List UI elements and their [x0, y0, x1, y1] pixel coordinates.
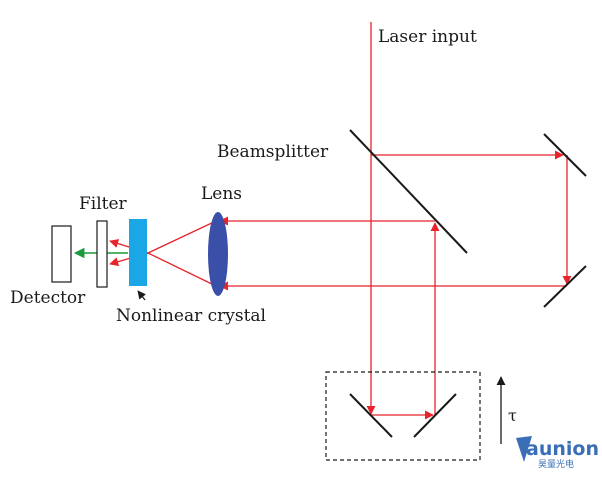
- focus-upper: [147, 220, 217, 254]
- label-detector: Detector: [10, 288, 86, 308]
- nonlinear-crystal-shape: [129, 219, 147, 286]
- label-filter: Filter: [79, 194, 128, 214]
- logo-mark-icon: [516, 436, 532, 462]
- lens-shape: [208, 212, 228, 296]
- filter-shape: [96, 220, 108, 288]
- delay-mirror-left: [349, 393, 393, 438]
- crystal-pointer-arrow: [137, 290, 146, 301]
- logo-brand-text: aunion: [526, 438, 599, 460]
- label-beamsplitter: Beamsplitter: [217, 142, 329, 162]
- logo-sub-text: 昊量光电: [538, 458, 574, 470]
- watermark-logo: aunion 昊量光电: [516, 436, 599, 470]
- label-lens: Lens: [201, 184, 242, 204]
- mirror-bottom-right: [543, 265, 587, 308]
- detector-shape: [51, 225, 72, 283]
- label-nonlinear-crystal: Nonlinear crystal: [116, 306, 266, 326]
- mirror-top-right: [543, 133, 587, 177]
- laser-beams: [109, 22, 572, 420]
- focus-lower: [147, 252, 217, 287]
- label-tau: τ: [508, 406, 517, 425]
- beamsplitter-plate: [349, 129, 468, 254]
- delay-mirror-right: [413, 393, 457, 438]
- label-laser-input: Laser input: [378, 27, 477, 47]
- delay-stage-box: [325, 371, 481, 461]
